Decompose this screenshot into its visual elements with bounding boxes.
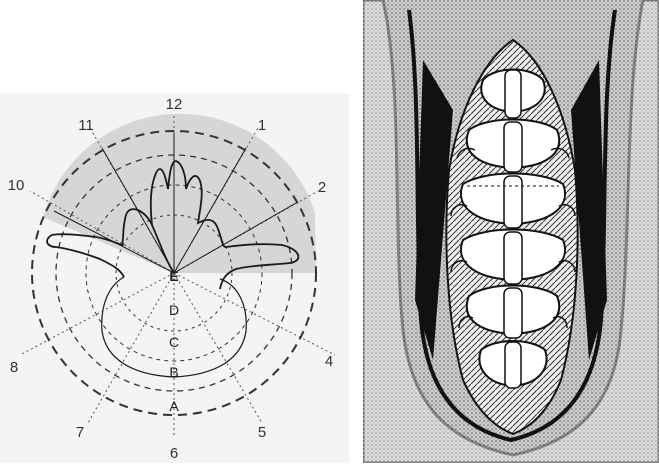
clock-diagram-svg: 12 1 2 4 5 6 7 8 10 11 E D C B A (0, 93, 349, 463)
clock-label-4: 4 (325, 353, 333, 370)
zone-label-b: B (169, 364, 178, 380)
spinous-process-6 (505, 342, 521, 388)
clock-label-12: 12 (166, 96, 183, 113)
clock-label-7: 7 (76, 424, 84, 441)
spinous-process-1 (505, 70, 521, 118)
zone-label-a: A (169, 398, 179, 414)
clock-label-5: 5 (258, 424, 266, 441)
clock-label-2: 2 (318, 179, 326, 196)
spinous-process-3 (504, 176, 522, 228)
zone-label-e: E (169, 268, 178, 284)
clock-label-6: 6 (170, 445, 178, 462)
spinous-process-4 (504, 232, 522, 284)
vertebra-clock-diagram: 12 1 2 4 5 6 7 8 10 11 E D C B A (0, 93, 349, 463)
surgical-illustration-svg (363, 0, 659, 463)
zone-label-c: C (169, 334, 179, 350)
clock-label-1: 1 (258, 117, 266, 134)
surgical-exposure-illustration (363, 0, 659, 463)
clock-label-10: 10 (8, 177, 25, 194)
zone-label-d: D (169, 302, 179, 318)
spinous-process-2 (504, 122, 522, 172)
clock-label-8: 8 (10, 359, 18, 376)
clock-label-11: 11 (78, 117, 94, 134)
spinous-process-5 (504, 288, 522, 338)
